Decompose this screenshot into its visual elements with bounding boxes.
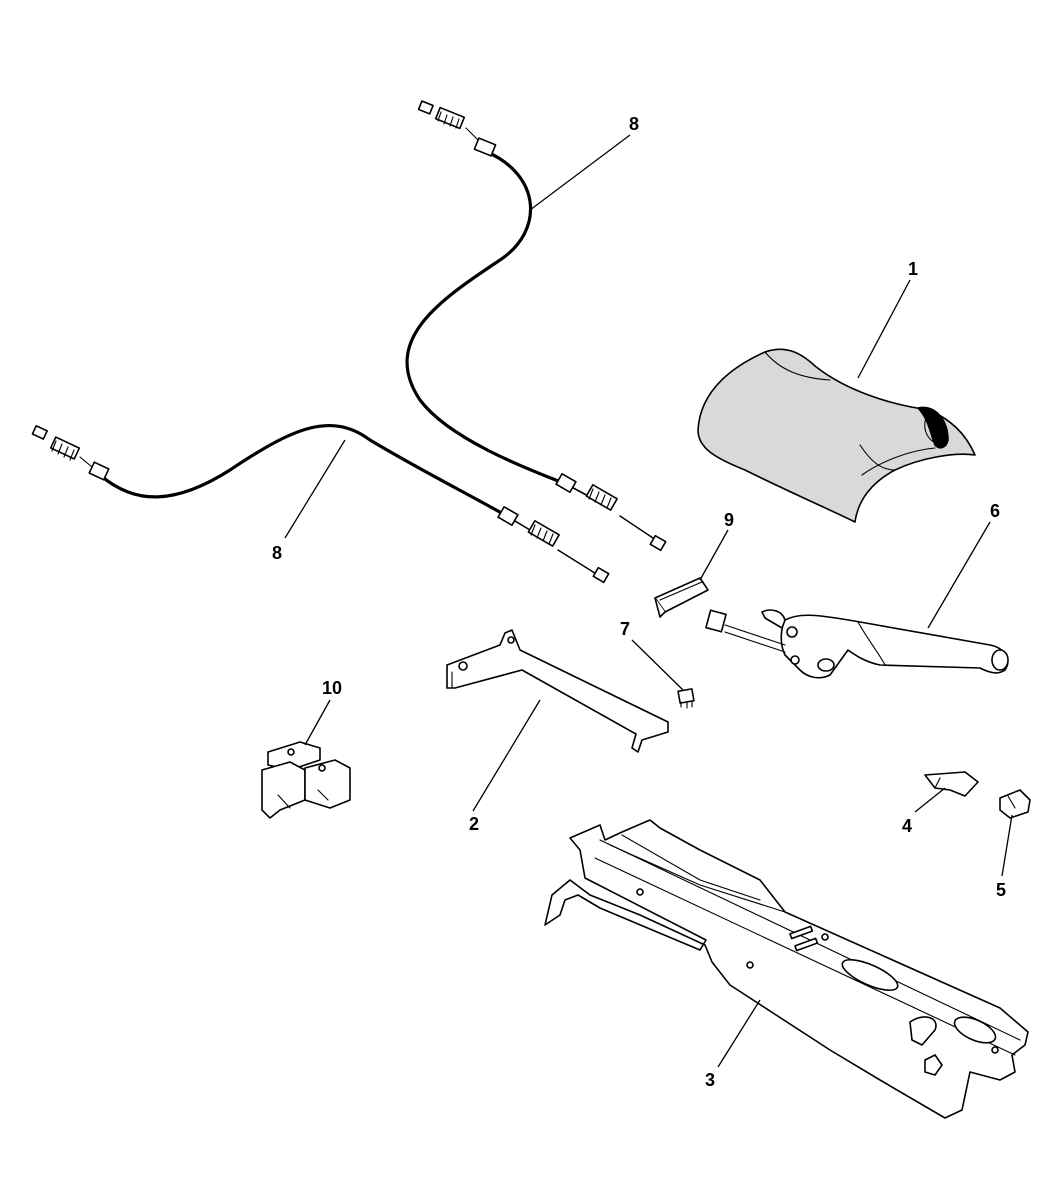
handle-boot xyxy=(697,348,976,523)
holder-10 xyxy=(261,741,351,819)
callout-3: 3 xyxy=(705,1070,715,1090)
callout-10: 10 xyxy=(322,678,342,698)
callout-2: 2 xyxy=(469,814,479,834)
callout-9: 9 xyxy=(724,510,734,530)
callout-4: 4 xyxy=(902,816,912,836)
cable-upper xyxy=(405,100,667,552)
callout-8-upper: 8 xyxy=(629,114,639,134)
callout-7: 7 xyxy=(620,619,630,639)
callout-5: 5 xyxy=(996,880,1006,900)
clip-7 xyxy=(677,688,695,709)
switch-5 xyxy=(999,789,1031,819)
handbrake-lever xyxy=(705,609,1009,679)
callout-labels: 1 2 3 4 5 6 7 8 8 9 10 xyxy=(272,114,1006,1090)
bracket-2 xyxy=(446,629,669,753)
clip-9 xyxy=(654,577,709,618)
callout-8-lower: 8 xyxy=(272,543,282,563)
callout-1: 1 xyxy=(908,259,918,279)
mounting-frame-3 xyxy=(544,819,1029,1119)
bracket-4 xyxy=(924,771,979,797)
callout-6: 6 xyxy=(990,501,1000,521)
cable-lower xyxy=(31,424,610,584)
leader-lines xyxy=(284,134,1013,1068)
